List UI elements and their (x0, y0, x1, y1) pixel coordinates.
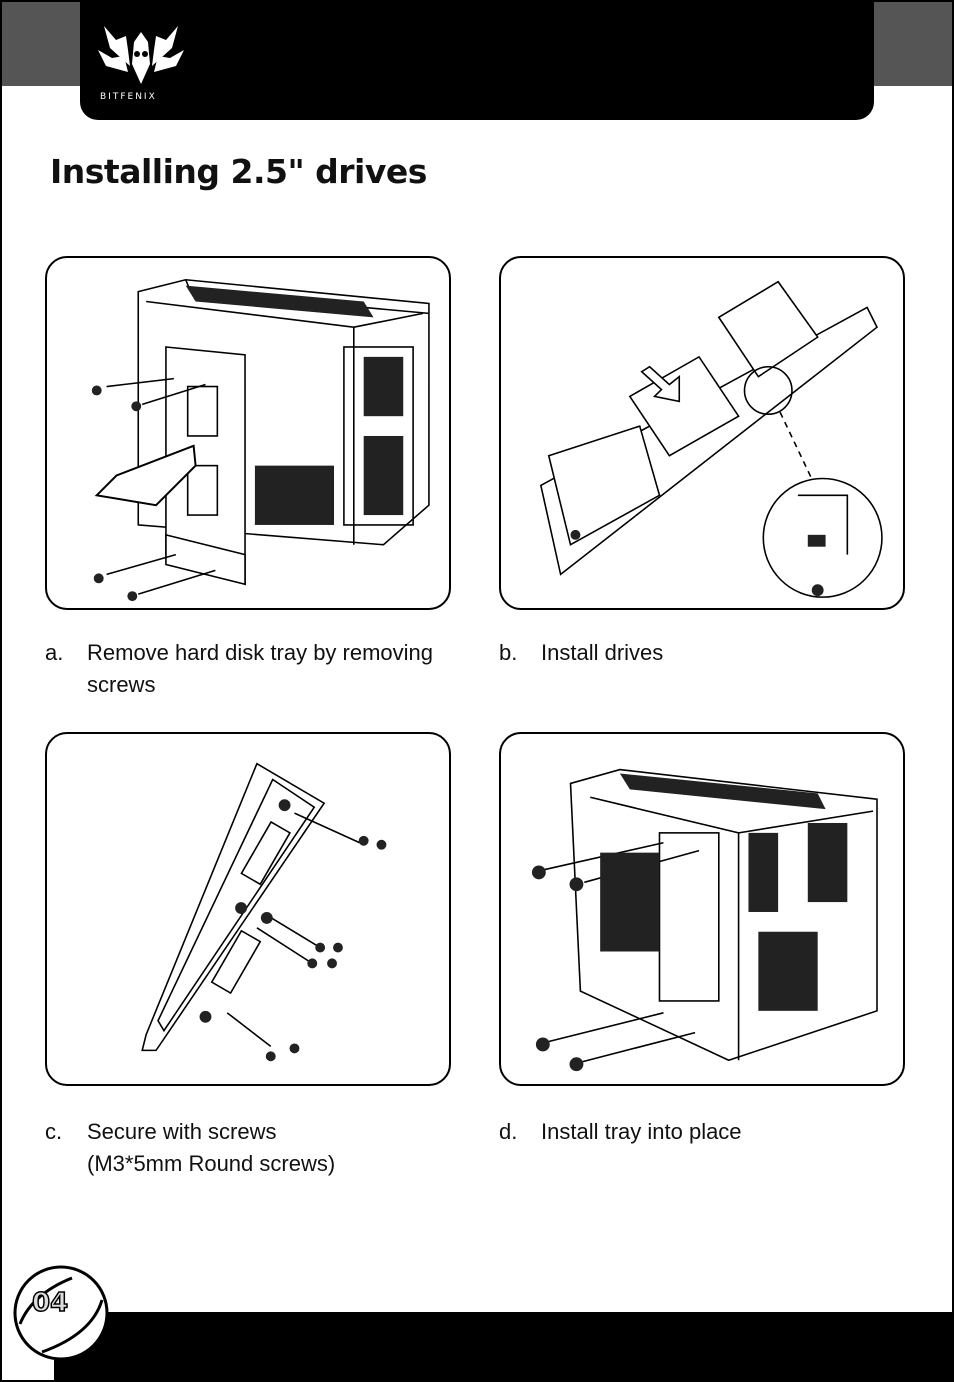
step-d: d. Install tray into place (499, 1116, 919, 1156)
step-text: Install drives (541, 640, 664, 665)
page-number: 04 (31, 1287, 69, 1319)
step-text: Secure with screws (M3*5mm Round screws) (87, 1119, 336, 1176)
brand-logo-text: BITFENIX (100, 92, 157, 102)
figure-a-remove-tray (45, 256, 451, 610)
drive-install-illustration (539, 280, 883, 598)
step-a: a. Remove hard disk tray by removing scr… (45, 637, 465, 707)
header-corner-right (874, 2, 952, 86)
step-letter: c. (45, 1119, 63, 1144)
step-c: c. Secure with screws (M3*5mm Round scre… (45, 1116, 465, 1186)
header-bar (80, 0, 874, 120)
step-letter: d. (499, 1119, 518, 1144)
bitfenix-logo-icon (98, 26, 184, 90)
tray-screws-illustration (141, 762, 387, 1062)
figure-d-install-tray (499, 732, 905, 1086)
page-number-badge-icon (13, 1265, 109, 1361)
figure-b-install-drives (499, 256, 905, 610)
header-corner-left (2, 2, 82, 86)
page-title: Installing 2.5" drives (50, 152, 427, 191)
footer-bar (54, 1312, 954, 1382)
figure-c-secure-screws (45, 732, 451, 1086)
step-text: Remove hard disk tray by removing screws (87, 640, 434, 697)
step-letter: a. (45, 640, 64, 665)
step-text: Install tray into place (541, 1119, 742, 1144)
step-letter: b. (499, 640, 518, 665)
step-b: b. Install drives (499, 637, 919, 677)
tray-install-illustration (531, 768, 878, 1072)
case-tray-removal-illustration (91, 278, 430, 602)
